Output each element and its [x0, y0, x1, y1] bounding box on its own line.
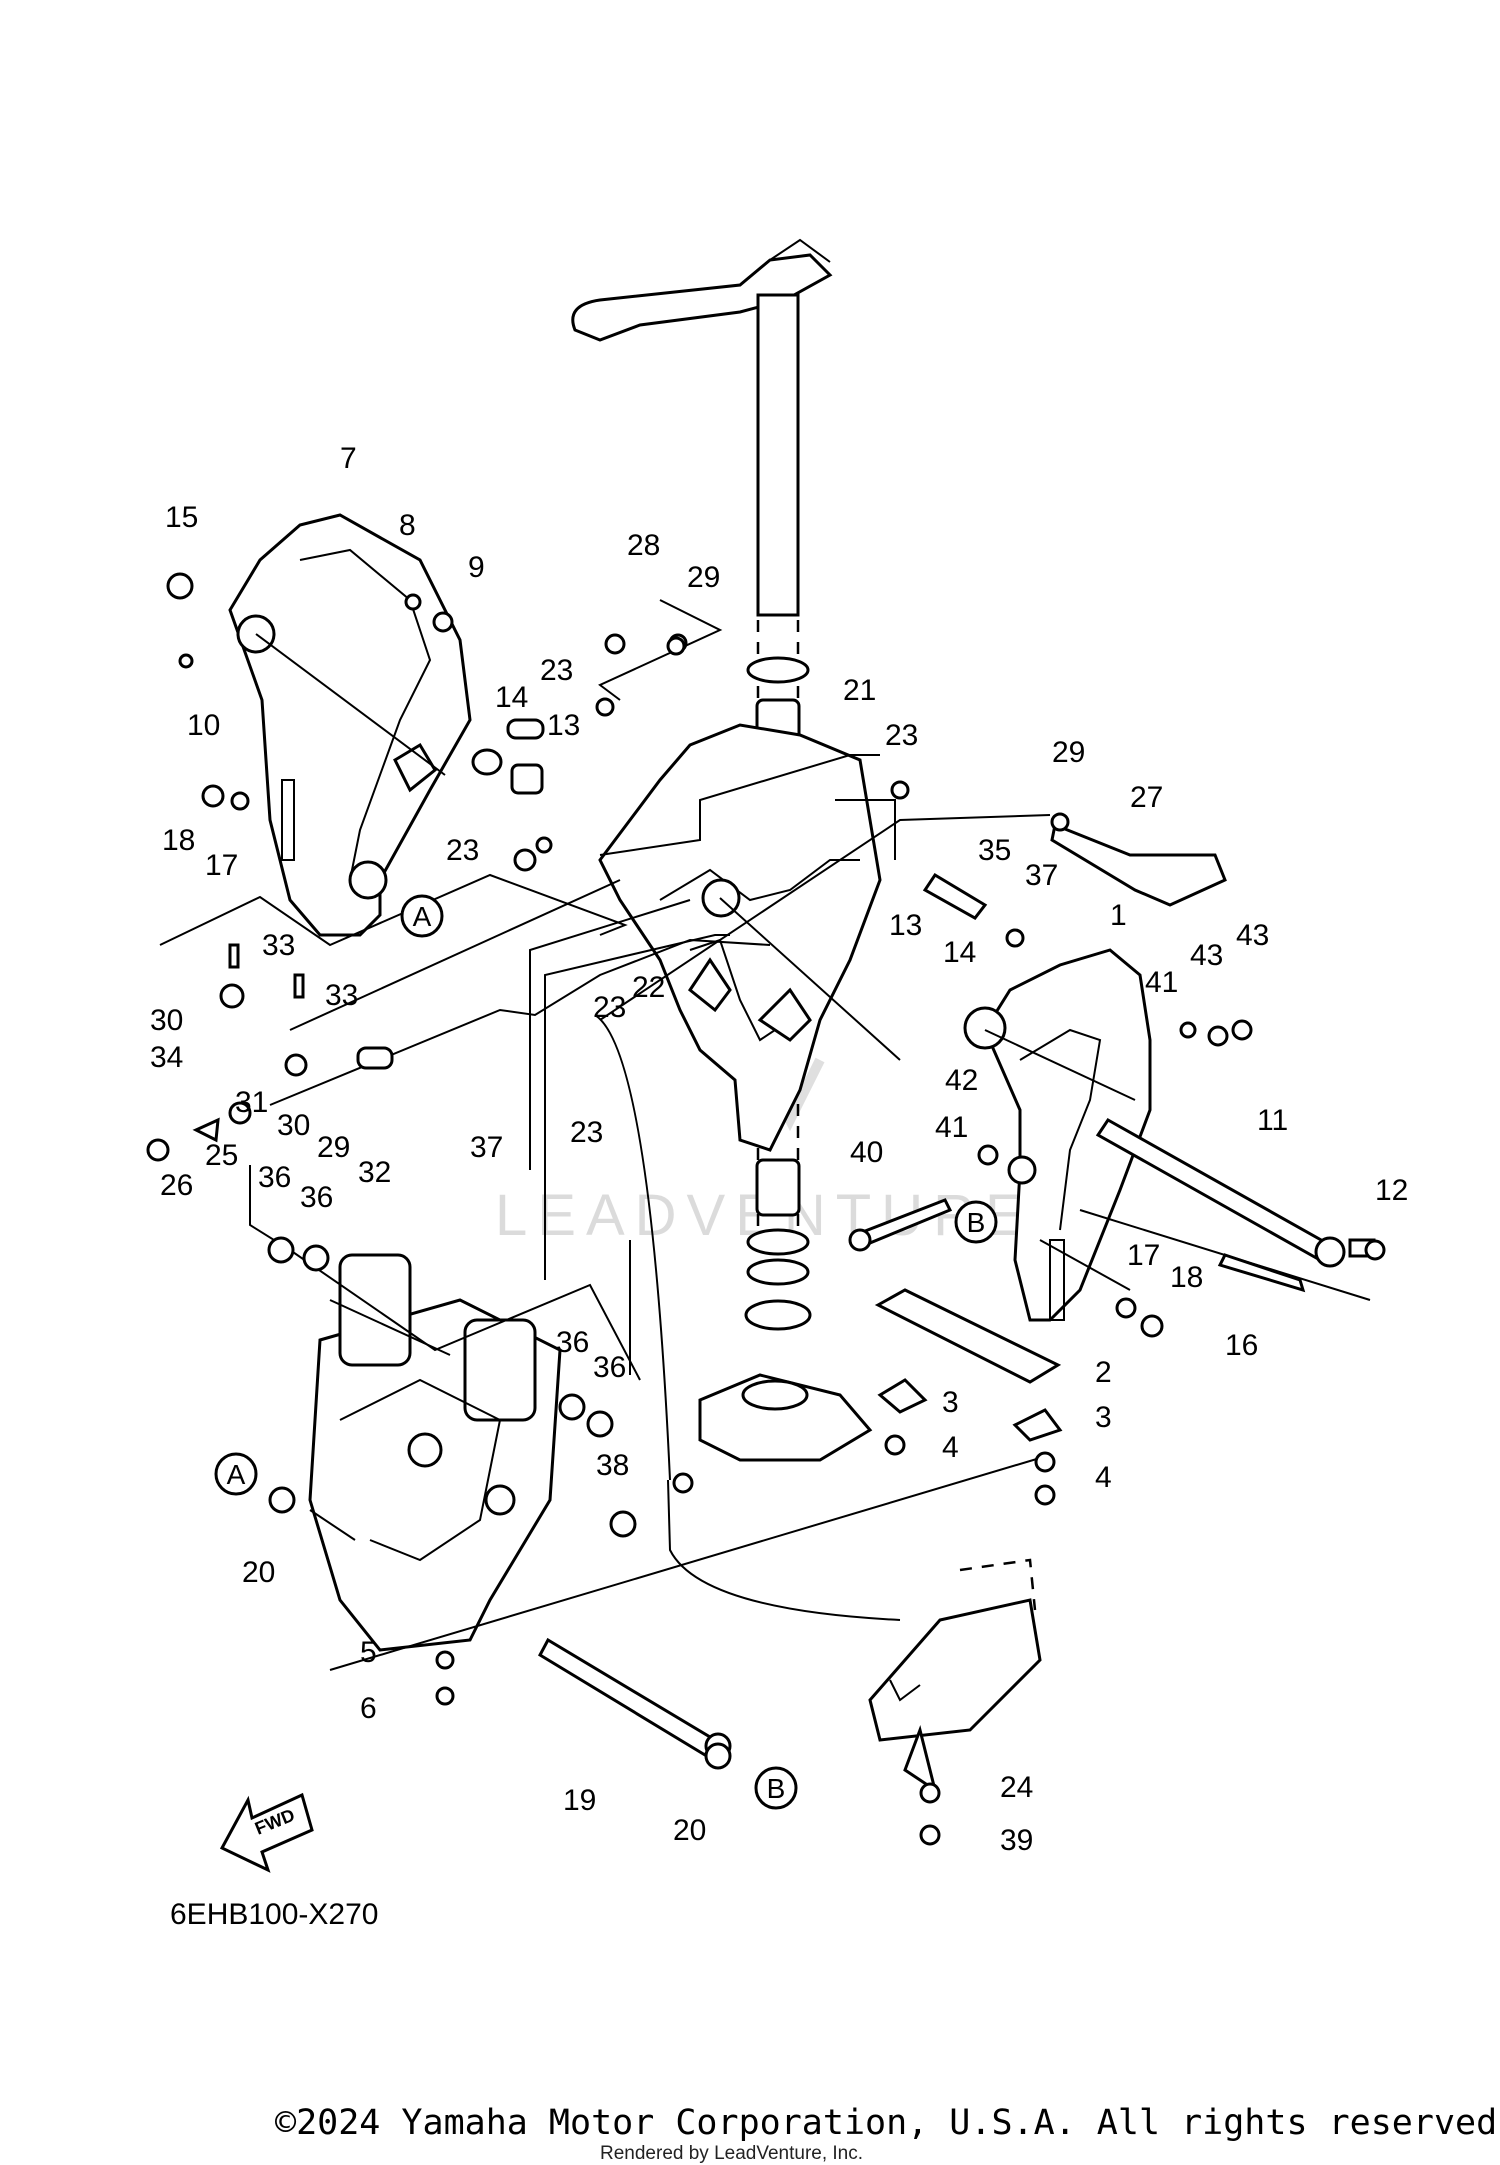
callout-14b: 14: [943, 936, 976, 969]
callout-13a: 13: [547, 709, 580, 742]
callout-22: 22: [632, 971, 665, 1004]
callout-30b: 30: [277, 1109, 310, 1142]
callout-38: 38: [596, 1449, 629, 1482]
callout-25: 25: [205, 1139, 238, 1172]
callout-36c: 36: [556, 1326, 589, 1359]
trim-tilt-unit: [308, 1253, 562, 1652]
callout-42: 42: [945, 1064, 978, 1097]
left-clamp-bracket: [228, 513, 472, 937]
callout-41a: 41: [1145, 966, 1178, 999]
callout-23d: 23: [593, 991, 626, 1024]
callout-13b: 13: [889, 909, 922, 942]
callout-10: 10: [187, 709, 220, 742]
callout-2: 2: [1095, 1356, 1112, 1389]
callout-40: 40: [850, 1136, 883, 1169]
callout-4a: 4: [942, 1431, 959, 1464]
callout-23c: 23: [446, 834, 479, 867]
callout-14a: 14: [495, 681, 528, 714]
callout-37b: 37: [470, 1131, 503, 1164]
callout-11: 11: [1257, 1104, 1288, 1137]
callout-5: 5: [360, 1636, 377, 1669]
callout-34: 34: [150, 1041, 183, 1074]
callout-8: 8: [399, 509, 416, 542]
callout-36a: 36: [258, 1161, 291, 1194]
callouts: 1 2 3 3 4 4 5 6 7 8 9 10 11 12 13 13 14 …: [150, 442, 1408, 1857]
tilt-lever: [922, 822, 1227, 920]
callout-17a: 17: [205, 849, 238, 882]
callout-43b: 43: [1236, 919, 1269, 952]
callout-28: 28: [627, 529, 660, 562]
ref-a2-circle: [214, 1452, 258, 1496]
assembly-lines: [159, 599, 1371, 1671]
callout-37a: 37: [1025, 859, 1058, 892]
lower-mount: [698, 1373, 1042, 1794]
callout-3a: 3: [942, 1386, 959, 1419]
callout-43a: 43: [1190, 939, 1223, 972]
reference-markers: A A B B: [214, 894, 998, 1810]
fwd-arrow-icon: FWD: [219, 1792, 314, 1873]
callout-26: 26: [160, 1169, 193, 1202]
ref-b-label: B: [967, 1207, 986, 1238]
right-clamp-bracket: [963, 948, 1152, 1322]
callout-3b: 3: [1095, 1401, 1112, 1434]
swivel-bracket: [598, 723, 882, 1152]
callout-20b: 20: [673, 1814, 706, 1847]
callout-4b: 4: [1095, 1461, 1112, 1494]
callout-29b: 29: [1052, 736, 1085, 769]
hardware: [146, 572, 1386, 1846]
callout-18a: 18: [162, 824, 195, 857]
callout-9: 9: [468, 551, 485, 584]
ref-a2-label: A: [227, 1459, 246, 1490]
callout-30a: 30: [150, 1004, 183, 1037]
callout-31: 31: [235, 1086, 268, 1119]
callout-29c: 29: [317, 1131, 350, 1164]
ref-b2-circle: [754, 1766, 798, 1810]
callout-20a: 20: [242, 1556, 275, 1589]
callout-23e: 23: [570, 1116, 603, 1149]
callout-29a: 29: [687, 561, 720, 594]
callout-12: 12: [1375, 1174, 1408, 1207]
callout-36b: 36: [300, 1181, 333, 1214]
callout-23b: 23: [885, 719, 918, 752]
callout-36d: 36: [593, 1351, 626, 1384]
callout-39: 39: [1000, 1824, 1033, 1857]
callout-15: 15: [165, 501, 198, 534]
callout-21: 21: [843, 674, 876, 707]
anode-plate: [874, 1288, 1063, 1442]
callout-23a: 23: [540, 654, 573, 687]
ref-b-circle: [954, 1200, 998, 1244]
callout-32: 32: [358, 1156, 391, 1189]
callout-17b: 17: [1127, 1239, 1160, 1272]
callout-41b: 41: [935, 1111, 968, 1144]
callout-18b: 18: [1170, 1261, 1203, 1294]
diagram-code: 6EHB100-X270: [170, 1898, 379, 1931]
callout-7: 7: [340, 442, 357, 475]
ref-b2-label: B: [767, 1773, 786, 1804]
copyright-notice: ©2024 Yamaha Motor Corporation, U.S.A. A…: [275, 2103, 1500, 2143]
ref-a-label: A: [413, 901, 432, 932]
lower-shaft: [538, 1637, 732, 1760]
callout-33b: 33: [325, 979, 358, 1012]
callout-16: 16: [1225, 1329, 1258, 1362]
callout-27: 27: [1130, 781, 1163, 814]
callout-35: 35: [978, 834, 1011, 867]
callout-33a: 33: [262, 929, 295, 962]
ref-a-circle: [400, 894, 444, 938]
callout-19: 19: [563, 1784, 596, 1817]
rendered-by-notice: Rendered by LeadVenture, Inc.: [600, 2143, 864, 2164]
callout-1: 1: [1110, 899, 1127, 932]
callout-6: 6: [360, 1692, 377, 1725]
callout-24: 24: [1000, 1771, 1033, 1804]
